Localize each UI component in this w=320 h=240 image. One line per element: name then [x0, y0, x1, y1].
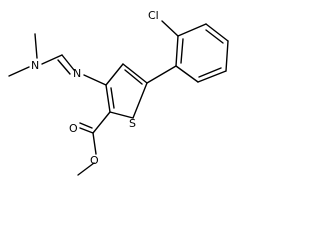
carbonyl-oxygen-label: O	[69, 122, 78, 135]
bond-ester-o-methyl	[77, 162, 95, 176]
imine-nitrogen-label: N	[73, 67, 81, 80]
bond-c5-phenyl	[146, 65, 177, 84]
bond-c3-n-imine	[83, 74, 107, 86]
bond-ph1-ph2-inner	[180, 38, 184, 64]
molecule-structure: Cl S N N O O	[8, 9, 229, 176]
bond-ph2-ph3	[177, 23, 207, 37]
atom-labels: Cl S N N O O	[31, 9, 159, 167]
bond-c5-s1	[132, 82, 148, 119]
ester-oxygen-label: O	[90, 154, 99, 167]
bond-ph6-ph1	[175, 65, 199, 83]
bond-c4-c5-outer	[122, 63, 148, 84]
bond-c2-c3-inner	[110, 87, 115, 109]
bonds	[8, 20, 229, 176]
bond-carbonyl-o-inner	[79, 122, 93, 129]
bond-n-imine-ch	[61, 54, 75, 71]
bond-n-imine-ch-inner	[57, 59, 71, 75]
bond-n-amine-methyl-2	[8, 66, 30, 77]
bond-n-amine-methyl-1	[34, 33, 38, 59]
bond-carbonyl-o-outer	[79, 127, 94, 134]
bond-c4-c5-inner	[124, 69, 143, 85]
bond-c2-c3-outer	[105, 84, 111, 113]
chlorine-label: Cl	[148, 9, 159, 22]
bond-c3-c4	[105, 63, 124, 86]
bond-ph2-cl	[161, 20, 179, 37]
amine-nitrogen-label: N	[31, 59, 39, 72]
sulfur-label: S	[129, 117, 136, 130]
bond-ph4-ph5	[225, 40, 229, 72]
bond-ph5-ph6-inner	[198, 67, 222, 78]
bond-c2-carbonyl	[92, 111, 111, 134]
bond-ph5-ph6	[197, 70, 227, 83]
bond-ch-n-amine	[41, 54, 63, 65]
bond-s1-c2	[109, 111, 134, 119]
bond-carbonyl-ester-o	[92, 132, 97, 155]
bond-ph1-ph2	[175, 35, 179, 67]
bond-ph3-ph4-inner	[205, 29, 224, 44]
bond-ph3-ph4	[205, 23, 229, 42]
